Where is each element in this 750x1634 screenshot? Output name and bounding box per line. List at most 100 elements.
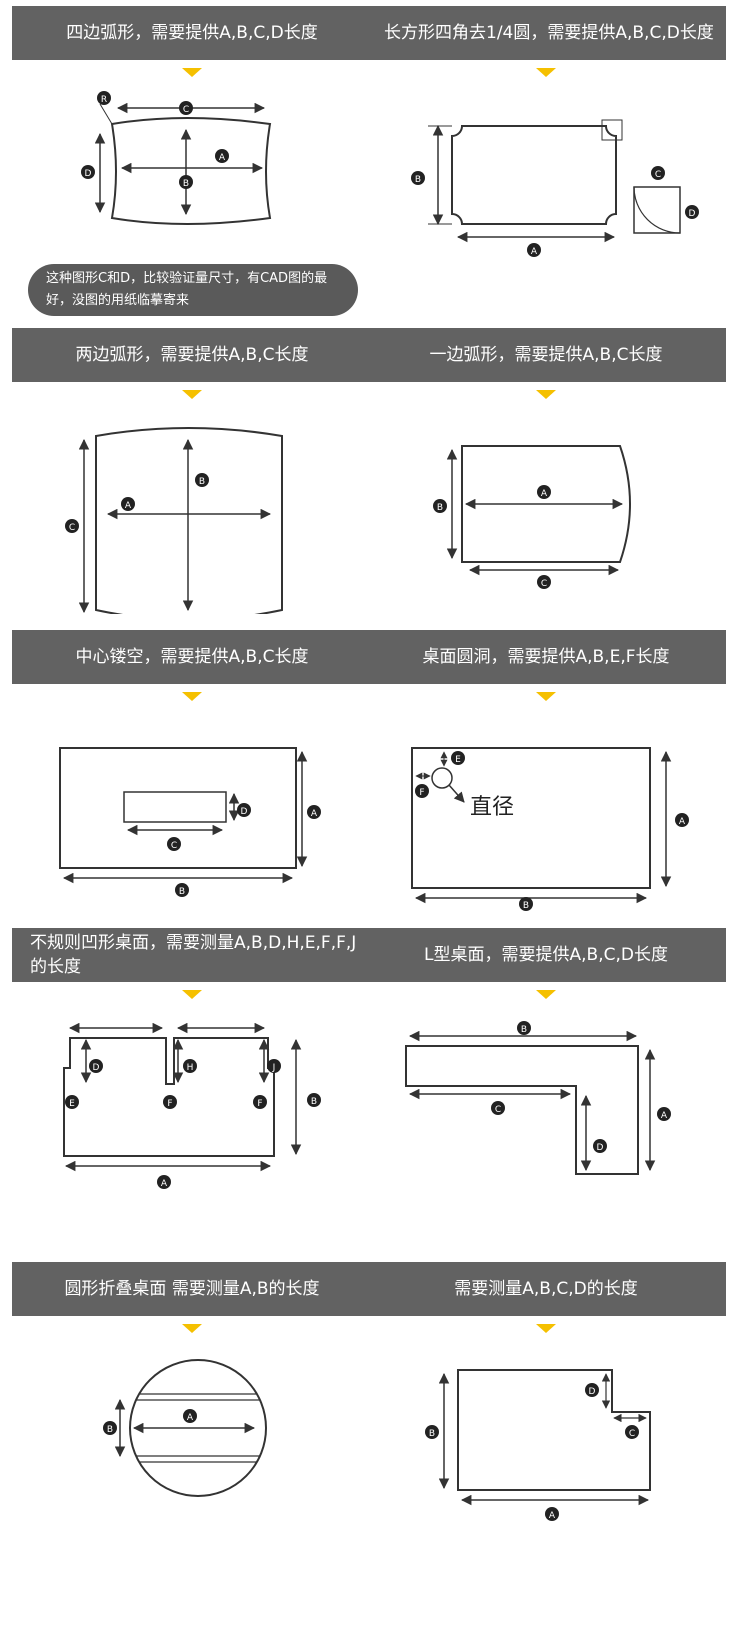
panel-title: 桌面圆洞，需要提供A,B,E,F长度: [366, 630, 726, 684]
down-pointer-icon: [182, 68, 202, 77]
svg-text:D: D: [241, 807, 248, 817]
round-folding-diagram: B A: [103, 1359, 267, 1497]
label-e: E: [451, 751, 465, 765]
label-c: C: [179, 101, 193, 115]
panel-notched-rect: 需要测量A,B,C,D的长度 B A D C: [366, 1262, 726, 1622]
panel-irregular-concave: 不规则凹形桌面，需要测量A,B,D,H,E,F,F,J的长度 D H J E F…: [12, 928, 372, 1258]
quarter-corner-diagram: B A C D: [411, 119, 699, 257]
svg-text:A: A: [125, 501, 132, 511]
panel-two-arc: 两边弧形，需要提供A,B,C长度 C A B: [12, 328, 372, 628]
label-c: C: [537, 575, 551, 589]
label-b: B: [517, 1021, 531, 1035]
round-hole-diagram: 直径 E F A B: [411, 747, 689, 911]
panel-title: 圆形折叠桌面 需要测量A,B的长度: [12, 1262, 372, 1316]
panel-center-cutout: 中心镂空，需要提供A,B,C长度 D C A B: [12, 630, 372, 926]
svg-text:C: C: [655, 170, 661, 180]
label-f: F: [163, 1095, 177, 1109]
label-r: R: [97, 91, 111, 105]
label-d: D: [237, 803, 251, 817]
svg-text:B: B: [521, 1025, 527, 1035]
svg-text:F: F: [419, 788, 424, 798]
svg-text:B: B: [523, 901, 529, 911]
label-b: B: [175, 883, 189, 897]
label-c: C: [625, 1425, 639, 1439]
label-b: B: [307, 1093, 321, 1107]
down-pointer-icon: [182, 1324, 202, 1333]
label-a: A: [657, 1107, 671, 1121]
label-b: B: [179, 175, 193, 189]
label-h: H: [183, 1059, 197, 1073]
svg-text:D: D: [597, 1143, 604, 1153]
label-a: A: [537, 485, 551, 499]
label-b: B: [519, 897, 533, 911]
svg-text:B: B: [311, 1097, 317, 1107]
label-e: E: [65, 1095, 79, 1109]
down-pointer-icon: [182, 990, 202, 999]
svg-text:B: B: [437, 503, 443, 513]
svg-text:C: C: [541, 579, 547, 589]
svg-text:A: A: [311, 809, 318, 819]
svg-text:D: D: [689, 209, 696, 219]
svg-text:J: J: [272, 1063, 276, 1073]
label-d: D: [81, 165, 95, 179]
svg-text:B: B: [183, 179, 189, 189]
panel-round-hole: 桌面圆洞，需要提供A,B,E,F长度 直径 E F A B: [366, 630, 726, 926]
label-f: F: [415, 784, 429, 798]
svg-text:B: B: [199, 477, 205, 487]
l-shape-diagram: B A C D: [405, 1021, 671, 1175]
svg-text:C: C: [69, 523, 75, 533]
svg-text:D: D: [85, 169, 92, 179]
label-a: A: [183, 1409, 197, 1423]
panel-title: 两边弧形，需要提供A,B,C长度: [12, 328, 372, 382]
label-c: C: [167, 837, 181, 851]
label-c: C: [491, 1101, 505, 1115]
svg-text:R: R: [101, 95, 107, 105]
one-arc-diagram: B A C: [433, 445, 631, 589]
svg-text:A: A: [161, 1179, 168, 1189]
svg-text:C: C: [183, 105, 189, 115]
label-a: A: [545, 1507, 559, 1521]
label-b: B: [425, 1425, 439, 1439]
down-pointer-icon: [536, 68, 556, 77]
svg-text:H: H: [187, 1063, 194, 1073]
svg-text:C: C: [495, 1105, 501, 1115]
svg-text:A: A: [661, 1111, 668, 1121]
svg-text:B: B: [107, 1425, 113, 1435]
down-pointer-icon: [536, 1324, 556, 1333]
down-pointer-icon: [536, 390, 556, 399]
label-a: A: [527, 243, 541, 257]
svg-text:D: D: [589, 1387, 596, 1397]
svg-text:A: A: [549, 1511, 556, 1521]
label-a: A: [157, 1175, 171, 1189]
panel-title: 长方形四角去1/4圆，需要提供A,B,C,D长度: [366, 6, 726, 60]
panel-quarter-circle-corners: 长方形四角去1/4圆，需要提供A,B,C,D长度 B A C D: [366, 6, 726, 326]
svg-text:A: A: [187, 1413, 194, 1423]
panel-title: 不规则凹形桌面，需要测量A,B,D,H,E,F,F,J的长度: [12, 928, 372, 982]
down-pointer-icon: [536, 692, 556, 701]
panel-title: 需要测量A,B,C,D的长度: [366, 1262, 726, 1316]
label-j: J: [267, 1059, 281, 1073]
center-cutout-diagram: D C A B: [59, 747, 321, 897]
label-b: B: [103, 1421, 117, 1435]
label-b: B: [411, 171, 425, 185]
label-a: A: [307, 805, 321, 819]
svg-text:E: E: [69, 1099, 75, 1109]
label-a: A: [215, 149, 229, 163]
panel-round-folding: 圆形折叠桌面 需要测量A,B的长度 B A: [12, 1262, 372, 1622]
label-c: C: [65, 519, 79, 533]
label-d: D: [89, 1059, 103, 1073]
label-b: B: [195, 473, 209, 487]
svg-text:B: B: [179, 887, 185, 897]
svg-text:B: B: [429, 1429, 435, 1439]
svg-text:E: E: [455, 755, 461, 765]
note-bubble: 这种图形C和D，比较验证量尺寸，有CAD图的最好，没图的用纸临摹寄来: [28, 264, 358, 316]
label-f: F: [253, 1095, 267, 1109]
svg-text:F: F: [257, 1099, 262, 1109]
svg-text:A: A: [541, 489, 548, 499]
notched-rect-diagram: B A D C: [425, 1369, 651, 1521]
svg-text:F: F: [167, 1099, 172, 1109]
diameter-label: 直径: [470, 795, 514, 820]
panel-title: 四边弧形，需要提供A,B,C,D长度: [12, 6, 372, 60]
svg-text:C: C: [171, 841, 177, 851]
down-pointer-icon: [182, 390, 202, 399]
